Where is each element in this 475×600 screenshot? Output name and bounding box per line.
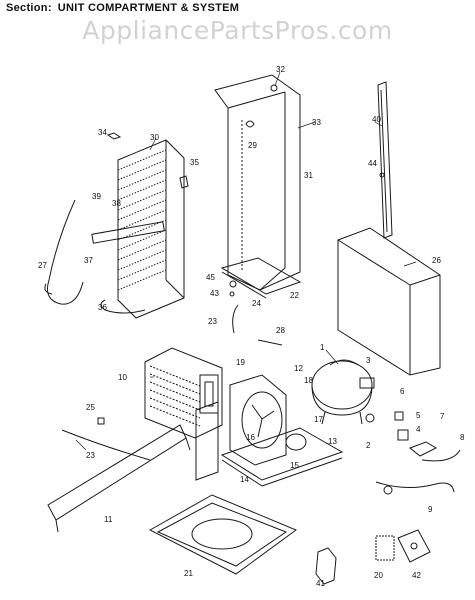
callout-33: 33 [312,118,321,127]
callout-26: 26 [432,256,441,265]
callout-9: 9 [428,505,433,514]
callout-23a: 23 [208,317,217,326]
fan-coil-part [144,347,223,439]
callout-16: 16 [246,433,255,442]
callout-41: 41 [316,579,325,588]
tray-rail-part [47,417,191,533]
callout-35: 35 [190,158,199,167]
electrical-parts [365,411,461,495]
tube-part [44,199,84,305]
callout-24: 24 [252,299,261,308]
callout-17: 17 [314,415,323,424]
callout-22: 22 [290,291,299,300]
callout-38: 38 [112,199,121,208]
callout-3: 3 [366,356,371,365]
callout-23b: 23 [86,451,95,460]
condenser-coil-part [91,132,189,319]
callout-1: 1 [320,343,325,352]
compressor-part [311,359,375,425]
watermark: AppliancePartsPros.com [82,16,393,45]
callout-29: 29 [248,141,257,150]
callout-8: 8 [460,433,465,442]
callout-30: 30 [150,133,159,142]
leader-lines [75,71,417,451]
callout-15: 15 [290,461,299,470]
callout-32: 32 [276,65,285,74]
callout-42: 42 [412,571,421,580]
callout-18: 18 [304,376,313,385]
callout-40: 40 [372,115,381,124]
section-label: Section: [6,2,52,14]
callout-43: 43 [210,289,219,298]
drain-tray-part [220,257,302,334]
callout-21: 21 [184,569,193,578]
callout-36: 36 [98,303,107,312]
callout-13: 13 [328,437,337,446]
callout-11: 11 [104,515,113,524]
callout-31: 31 [304,171,313,180]
callout-20: 20 [374,571,383,580]
insulated-panel-part [337,227,441,376]
callout-34: 34 [98,128,107,137]
callout-14: 14 [240,475,249,484]
callout-37: 37 [84,256,93,265]
grommet-part [375,535,395,561]
callout-4: 4 [416,425,421,434]
callout-44: 44 [368,159,377,168]
callout-27: 27 [38,261,47,270]
drain-pan-part [148,494,298,575]
section-header: Section: UNIT COMPARTMENT & SYSTEM [6,2,239,14]
section-title: UNIT COMPARTMENT & SYSTEM [57,2,240,14]
callout-2: 2 [366,441,371,450]
plate-part [397,529,431,563]
arrow-part [257,339,283,346]
callout-39: 39 [92,192,101,201]
vertical-strip-part [377,81,393,239]
callout-28: 28 [276,326,285,335]
callout-7: 7 [440,412,445,421]
callout-10: 10 [118,373,127,382]
fan-motor-part [195,374,344,487]
callout-12: 12 [294,364,303,373]
callout-6: 6 [400,387,405,396]
callout-19: 19 [236,358,245,367]
bracket-part [315,547,337,585]
callout-45: 45 [206,273,215,282]
callout-25: 25 [86,403,95,412]
back-panel-part [214,74,301,291]
callout-5: 5 [416,411,421,420]
